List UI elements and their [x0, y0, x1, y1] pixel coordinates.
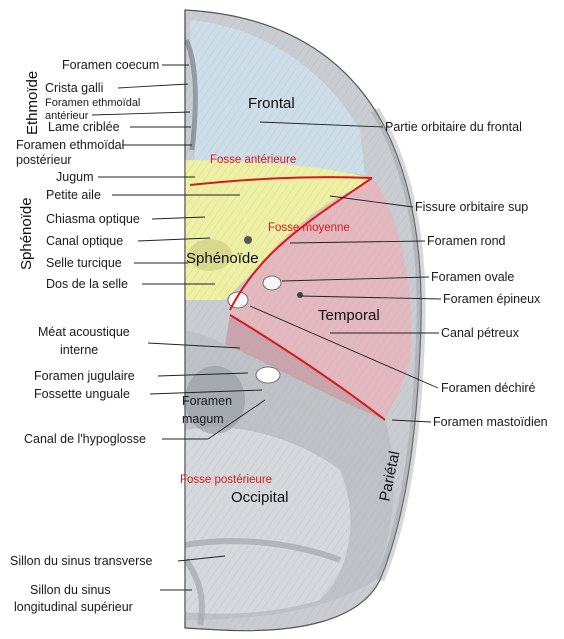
label-dos-de-la-selle: Dos de la selle	[46, 277, 128, 291]
label-foramen-epineux: Foramen épineux	[443, 292, 541, 306]
fosse-anterieure-label: Fosse antérieure	[210, 154, 296, 166]
label-sillon-sinus-transverse: Sillon du sinus transverse	[10, 554, 152, 568]
label-petite-aile: Petite aile	[46, 188, 101, 202]
label-foramen-mastoidien: Foramen mastoïdien	[433, 415, 548, 429]
region-occipital: Occipital	[231, 489, 289, 506]
label-foramen-ethmoidal-anterieur-1: Foramen ethmoïdal	[45, 97, 140, 109]
label-meat-acoustique-2: interne	[60, 343, 98, 357]
label-fossette-unguale: Fossette unguale	[34, 387, 130, 401]
label-fissure-orbitaire: Fissure orbitaire sup	[415, 200, 528, 214]
fosse-moyenne-label: Fosse moyenne	[268, 222, 350, 234]
label-foramen-magnum-1: Foramen	[182, 394, 232, 408]
skull-half	[185, 10, 421, 631]
region-frontal: Frontal	[248, 95, 295, 112]
label-canal-optique: Canal optique	[46, 234, 123, 248]
label-jugum: Jugum	[56, 170, 94, 184]
region-temporal: Temporal	[318, 307, 380, 324]
label-foramen-ethmoidal-posterieur-2: postérieur	[16, 153, 72, 167]
label-foramen-ethmoidal-posterieur-1: Foramen ethmoïdal	[16, 138, 124, 152]
label-canal-petreux: Canal pétreux	[441, 326, 520, 340]
label-foramen-rond: Foramen rond	[427, 234, 506, 248]
label-chiasma-optique: Chiasma optique	[46, 212, 140, 226]
label-meat-acoustique-1: Méat acoustique	[38, 325, 130, 339]
label-foramen-jugulaire: Foramen jugulaire	[34, 369, 135, 383]
side-label-ethmoide: Ethmoïde	[24, 71, 41, 135]
label-sillon-sinus-longitudinal-2: longitudinal supérieur	[14, 600, 133, 614]
label-partie-orbitaire: Partie orbitaire du frontal	[385, 120, 522, 134]
label-lame-criblee: Lame criblée	[48, 120, 120, 134]
label-selle-turcique: Selle turcique	[46, 256, 122, 270]
region-sphenoide: Sphénoïde	[186, 250, 259, 267]
side-label-sphenoide: Sphénoïde	[18, 197, 35, 270]
label-canal-hypoglosse: Canal de l'hypoglosse	[24, 432, 146, 446]
label-foramen-magnum-2: magum	[182, 412, 224, 426]
label-foramen-dechire: Foramen déchiré	[441, 381, 536, 395]
label-foramen-coecum: Foramen coecum	[62, 58, 159, 72]
fosse-posterieure-label: Fosse postérieure	[180, 474, 272, 486]
label-foramen-ovale: Foramen ovale	[431, 270, 514, 284]
label-sillon-sinus-longitudinal-1: Sillon du sinus	[30, 583, 111, 597]
label-crista-galli: Crista galli	[45, 81, 103, 95]
